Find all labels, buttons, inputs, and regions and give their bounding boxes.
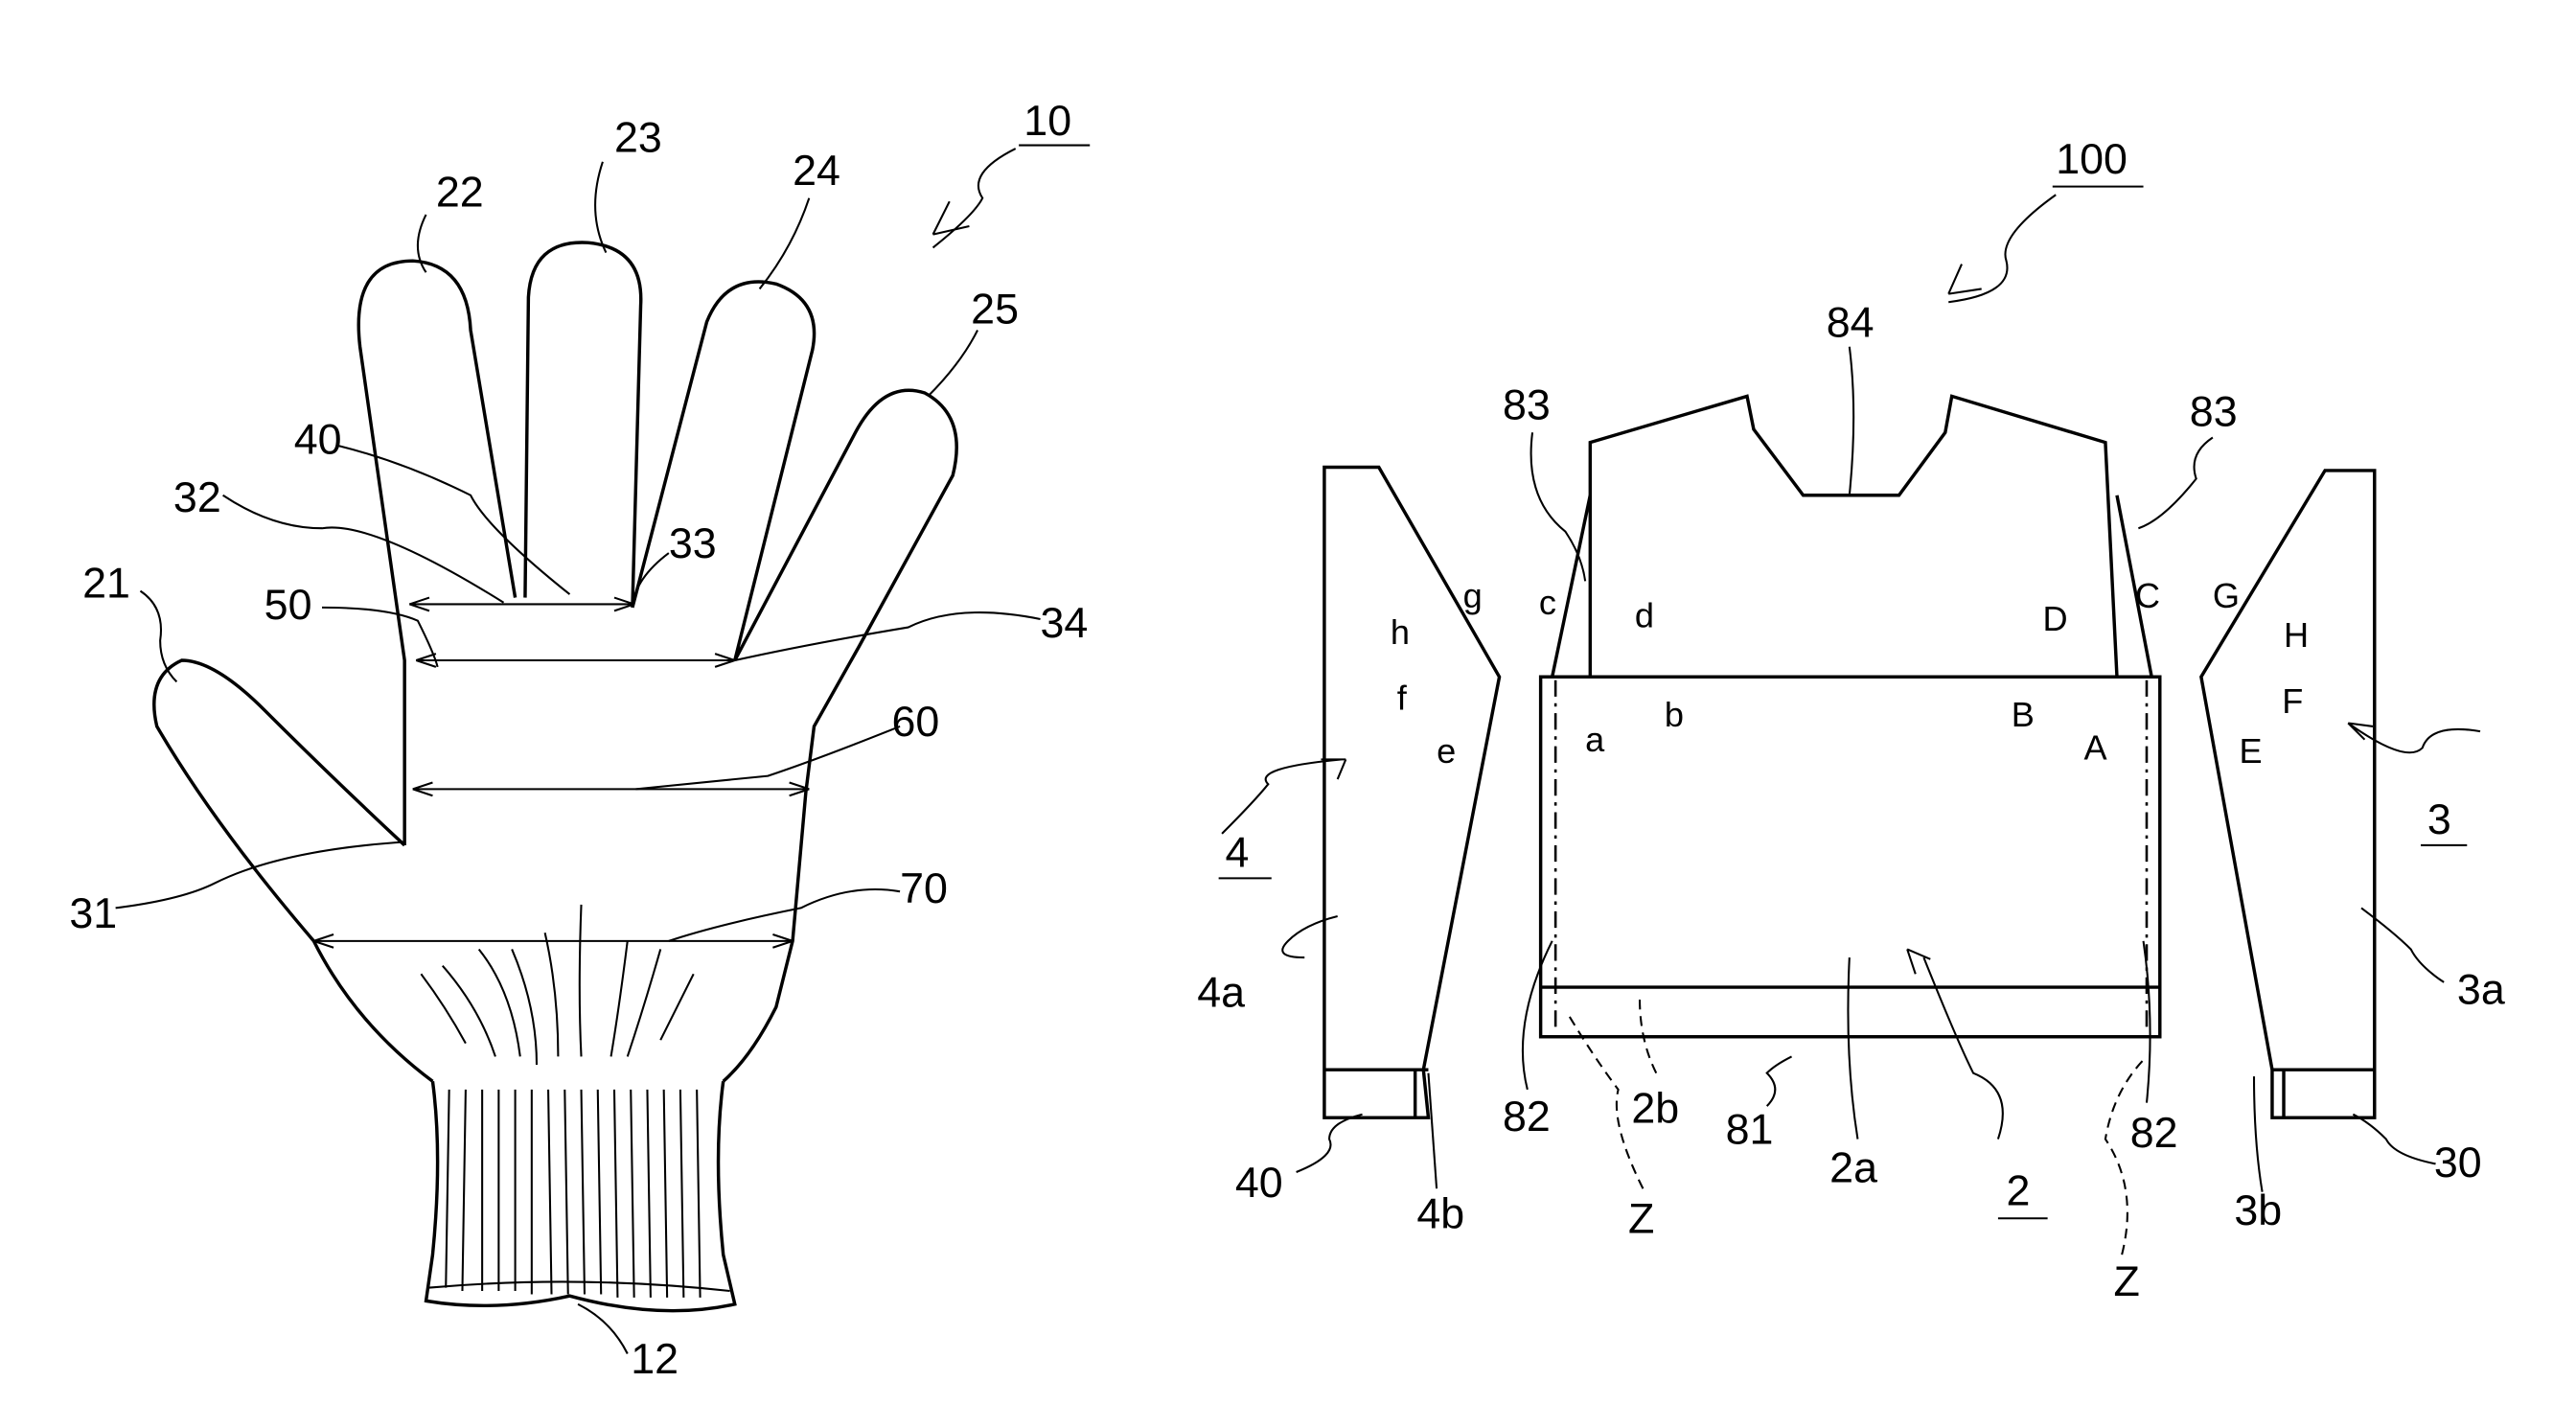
- label-82-right: 82: [2130, 1109, 2178, 1157]
- glove-outline: [154, 242, 956, 1081]
- label-Z-left: Z: [1628, 1195, 1654, 1243]
- pattern-drawing: 100 84 83 83 g h f e c d a b D C B A G H…: [1197, 135, 2505, 1305]
- label-point-E: E: [2239, 731, 2262, 771]
- label-point-B: B: [2012, 695, 2035, 734]
- cuff-ribs: [429, 1090, 730, 1298]
- label-point-A: A: [2084, 727, 2108, 767]
- label-Z-right: Z: [2114, 1257, 2140, 1305]
- label-point-H: H: [2284, 615, 2309, 655]
- label-point-f: f: [1397, 679, 1408, 718]
- label-point-g: g: [1463, 576, 1483, 615]
- label-82-left: 82: [1503, 1093, 1551, 1140]
- label-10: 10: [1024, 97, 1071, 145]
- label-100: 100: [2056, 135, 2128, 183]
- label-84: 84: [1827, 298, 1874, 346]
- label-point-e: e: [1437, 731, 1456, 771]
- label-34: 34: [1041, 599, 1089, 647]
- label-33: 33: [669, 519, 717, 567]
- label-21: 21: [82, 560, 130, 608]
- glove-drawing: 10 22 23 24 25 21 32 40 33 50 34 60 70 3…: [69, 97, 1090, 1383]
- label-4b: 4b: [1416, 1190, 1464, 1238]
- label-2b: 2b: [1631, 1084, 1679, 1132]
- sleeve-left: [1324, 467, 1500, 1117]
- label-3b: 3b: [2234, 1186, 2282, 1234]
- label-25: 25: [971, 286, 1019, 334]
- label-3a: 3a: [2457, 965, 2505, 1013]
- label-point-c: c: [1539, 583, 1556, 622]
- label-point-F: F: [2282, 681, 2303, 721]
- label-point-D: D: [2042, 599, 2067, 638]
- cuff-left: [1324, 1070, 1429, 1117]
- label-30: 30: [2434, 1139, 2482, 1186]
- palm-wrinkles: [421, 905, 693, 1065]
- label-3: 3: [2427, 795, 2451, 843]
- cuff-right: [2272, 1070, 2375, 1117]
- label-2a: 2a: [1829, 1143, 1877, 1191]
- label-81: 81: [1726, 1106, 1774, 1154]
- measurement-lines: [313, 598, 809, 948]
- label-50: 50: [264, 581, 312, 629]
- label-40: 40: [1235, 1159, 1283, 1207]
- label-point-b: b: [1665, 695, 1684, 734]
- label-23: 23: [614, 113, 662, 161]
- label-12: 12: [631, 1335, 678, 1383]
- label-4a: 4a: [1197, 969, 1245, 1017]
- label-60: 60: [891, 698, 939, 746]
- label-24: 24: [793, 147, 840, 195]
- label-point-G: G: [2213, 576, 2240, 615]
- label-22: 22: [436, 168, 484, 216]
- body-panel: [1541, 677, 2160, 1037]
- label-point-a: a: [1585, 720, 1605, 759]
- glove-leaders: [116, 149, 1041, 1353]
- label-32: 32: [173, 473, 221, 521]
- label-31: 31: [69, 889, 117, 937]
- label-83-left: 83: [1503, 381, 1551, 429]
- label-4: 4: [1226, 828, 1250, 876]
- label-70: 70: [900, 864, 948, 912]
- label-2: 2: [2007, 1166, 2031, 1214]
- label-point-C: C: [2135, 576, 2160, 615]
- shoulder-gusset-left: [1552, 495, 1591, 677]
- label-40: 40: [294, 416, 342, 464]
- label-point-h: h: [1391, 612, 1410, 652]
- glove-cuff: [426, 1081, 735, 1310]
- label-point-d: d: [1635, 596, 1654, 635]
- sleeve-right: [2201, 471, 2375, 1117]
- label-83-right: 83: [2190, 387, 2238, 435]
